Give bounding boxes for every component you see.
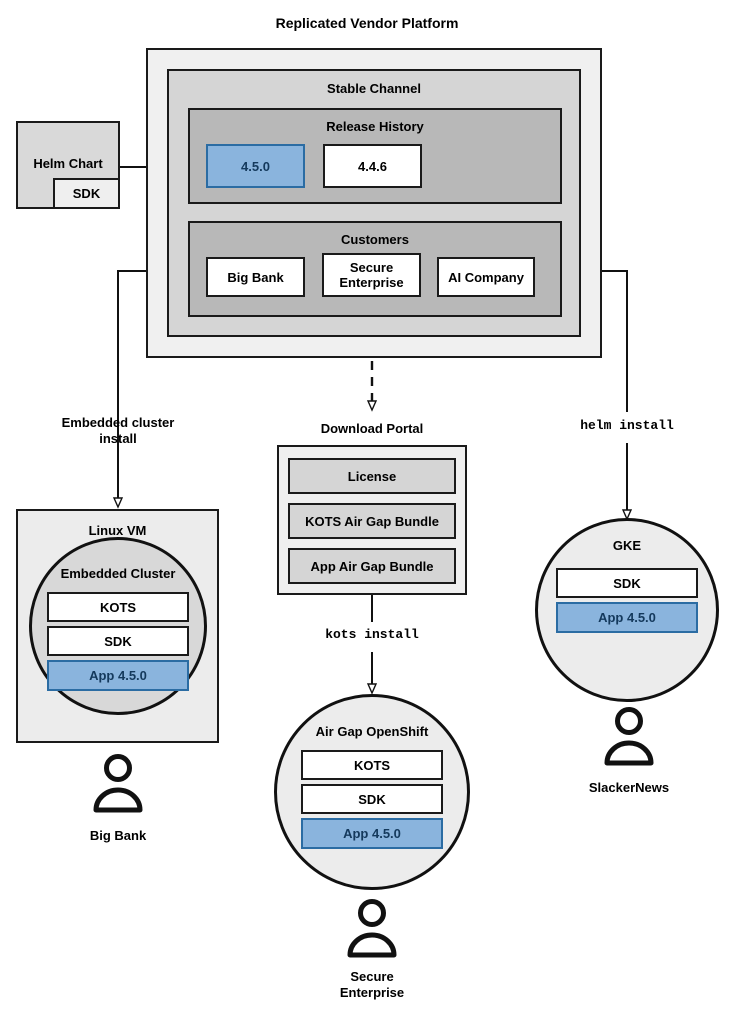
person-icon-slackernews — [604, 707, 654, 766]
customer-label-slackernews: SlackerNews — [588, 780, 670, 795]
release-box-4-5-0[interactable]: 4.5.0 — [206, 144, 305, 188]
edge-label-embedded-cluster-install: Embedded cluster install — [61, 415, 175, 446]
customer-box-secure-enterprise[interactable]: Secure Enterprise — [322, 253, 421, 297]
edge-label-kots-install: kots install — [325, 627, 419, 642]
openshift-component-kots[interactable]: KOTS — [301, 750, 443, 780]
download-portal-title: Download Portal — [320, 421, 424, 436]
customer-label-secure-enterprise: Secure Enterprise — [339, 969, 405, 1000]
airgap-openshift-label: Air Gap OpenShift — [315, 724, 429, 739]
customer-label-big-bank: Big Bank — [89, 828, 147, 843]
linux-vm-component-sdk[interactable]: SDK — [47, 626, 189, 656]
customers-label: Customers — [341, 232, 409, 247]
stable-channel-label: Stable Channel — [327, 81, 421, 96]
release-history-label: Release History — [326, 119, 424, 134]
gke-component-app[interactable]: App 4.5.0 — [556, 602, 698, 633]
person-icon-secure-enterprise — [347, 899, 397, 958]
helm-chart-label: Helm Chart — [33, 156, 103, 171]
download-artifact-app-air-gap-bundle[interactable]: App Air Gap Bundle — [288, 548, 456, 584]
diagram-title: Replicated Vendor Platform — [275, 15, 459, 31]
edge-label-helm-install: helm install — [580, 418, 674, 433]
customer-box-ai-company[interactable]: AI Company — [437, 257, 535, 297]
download-artifact-kots-air-gap-bundle[interactable]: KOTS Air Gap Bundle — [288, 503, 456, 539]
gke-label: GKE — [612, 538, 642, 553]
linux-vm-component-app[interactable]: App 4.5.0 — [47, 660, 189, 691]
release-box-4-4-6[interactable]: 4.4.6 — [323, 144, 422, 188]
customer-box-big-bank[interactable]: Big Bank — [206, 257, 305, 297]
person-icon-big-bank — [93, 754, 143, 813]
gke-component-sdk[interactable]: SDK — [556, 568, 698, 598]
download-artifact-license[interactable]: License — [288, 458, 456, 494]
helm-chart-sdk-box[interactable]: SDK — [53, 178, 120, 209]
linux-vm-label: Linux VM — [88, 523, 147, 538]
openshift-component-app[interactable]: App 4.5.0 — [301, 818, 443, 849]
openshift-component-sdk[interactable]: SDK — [301, 784, 443, 814]
linux-vm-component-kots[interactable]: KOTS — [47, 592, 189, 622]
embedded-cluster-label: Embedded Cluster — [60, 566, 176, 581]
